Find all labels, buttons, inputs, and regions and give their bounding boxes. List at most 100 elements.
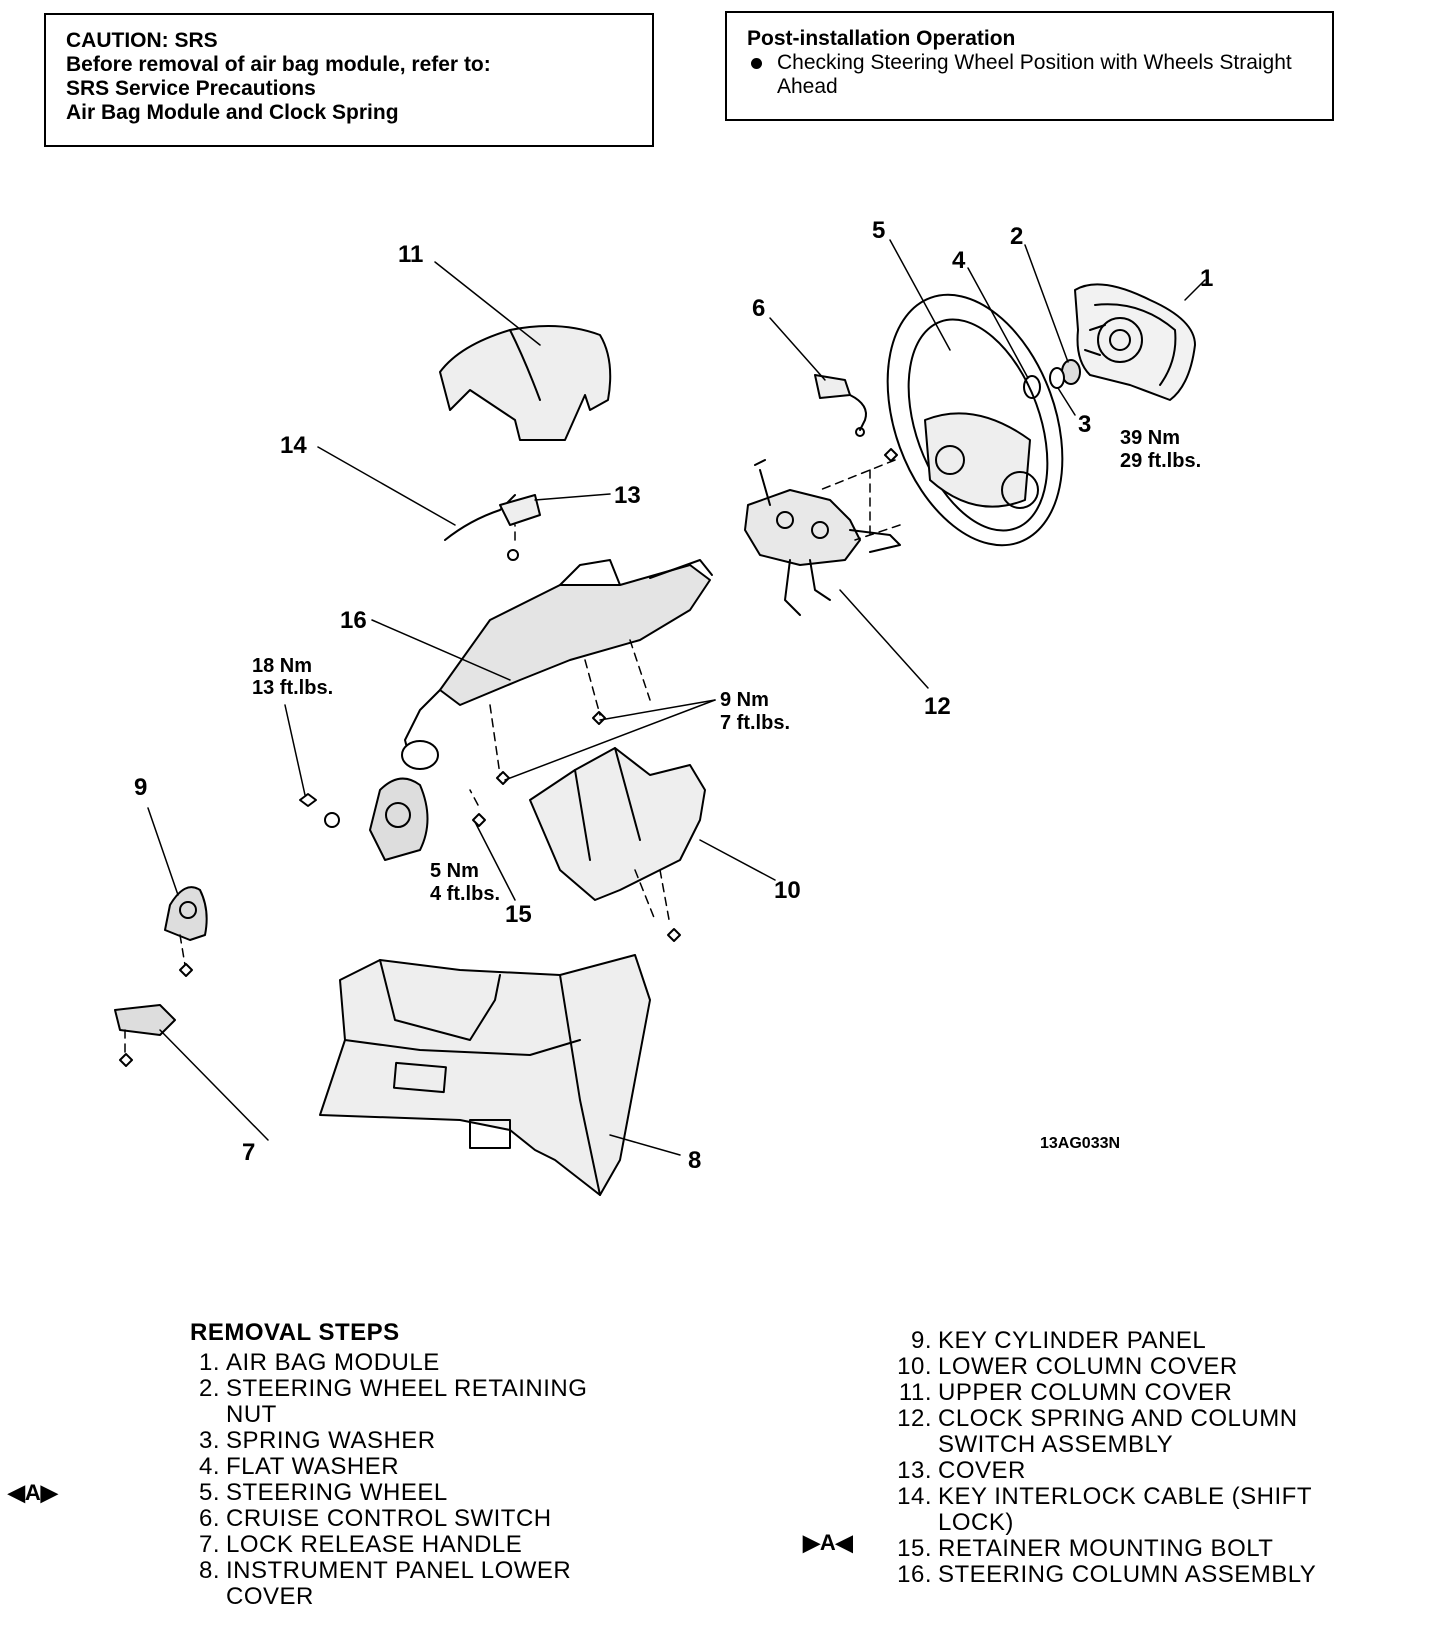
list-item: 10.LOWER COLUMN COVER <box>882 1354 1352 1380</box>
callout-10: 10 <box>774 877 801 904</box>
callout-3: 3 <box>1078 411 1091 438</box>
step-text: KEY CYLINDER PANEL <box>938 1327 1207 1354</box>
step-number: 3. <box>198 1427 220 1454</box>
callout-13: 13 <box>614 482 641 509</box>
step-text: LOCK RELEASE HANDLE <box>226 1531 523 1558</box>
torque-9-nm: 9 Nm <box>720 689 769 711</box>
callout-6: 6 <box>752 295 765 322</box>
step-text: AIR BAG MODULE <box>226 1349 440 1376</box>
post-installation-box: Post-installation Operation Checking Ste… <box>725 11 1334 121</box>
list-item: 4.FLAT WASHER <box>190 1454 630 1480</box>
step-number: 16. <box>897 1561 932 1588</box>
callout-8: 8 <box>688 1147 701 1174</box>
installation-service-point-marker: ▶A◀ <box>803 1530 853 1555</box>
removal-steps-left: REMOVAL STEPS 1.AIR BAG MODULE 2.STEERIN… <box>190 1320 630 1610</box>
step-number: 14. <box>897 1483 932 1510</box>
post-installation-title: Post-installation Operation <box>747 27 1016 50</box>
removal-service-point-marker: ◀A▶ <box>8 1480 58 1505</box>
clock-spring-column-switch-illustration <box>744 448 901 616</box>
step-text: FLAT WASHER <box>226 1453 400 1480</box>
step-number: 15. <box>897 1535 932 1562</box>
torque-39-nm: 39 Nm <box>1120 427 1180 449</box>
list-item: 9.KEY CYLINDER PANEL <box>882 1328 1352 1354</box>
step-text: STEERING WHEEL RETAINING NUT <box>226 1375 588 1428</box>
callout-14: 14 <box>280 432 307 459</box>
removal-steps-heading: REMOVAL STEPS <box>190 1319 400 1346</box>
torque-5-nm: 5 Nm <box>430 860 479 882</box>
list-item: 3.SPRING WASHER <box>190 1428 630 1454</box>
lock-release-handle-illustration <box>114 1004 176 1067</box>
callout-5: 5 <box>872 217 885 244</box>
callout-2: 2 <box>1010 223 1023 250</box>
callout-16: 16 <box>340 607 367 634</box>
step-number: 4. <box>198 1453 220 1480</box>
step-text: STEERING COLUMN ASSEMBLY <box>938 1561 1317 1588</box>
list-item: 13.COVER <box>882 1458 1352 1484</box>
list-item: 5.STEERING WHEEL <box>190 1480 630 1506</box>
step-text: CLOCK SPRING AND COLUMN SWITCH ASSEMBLY <box>938 1405 1298 1458</box>
step-number: 8. <box>198 1557 220 1584</box>
step-text: SPRING WASHER <box>226 1427 436 1454</box>
steering-column-assembly-illustration <box>299 559 713 861</box>
post-installation-list: Checking Steering Wheel Position with Wh… <box>747 51 1312 99</box>
list-item: 6.CRUISE CONTROL SWITCH <box>190 1506 630 1532</box>
list-item: 11.UPPER COLUMN COVER <box>882 1380 1352 1406</box>
list-item: 2.STEERING WHEEL RETAINING NUT <box>190 1376 630 1428</box>
air-bag-module-illustration <box>1074 283 1196 401</box>
list-item: 15.RETAINER MOUNTING BOLT <box>882 1536 1352 1562</box>
list-item: 1.AIR BAG MODULE <box>190 1350 630 1376</box>
step-text: STEERING WHEEL <box>226 1479 448 1506</box>
key-interlock-cable-and-cover <box>444 494 541 561</box>
key-cylinder-panel-illustration <box>164 886 208 977</box>
step-text: LOWER COLUMN COVER <box>938 1353 1238 1380</box>
step-number: 12. <box>897 1405 932 1432</box>
torque-13-ftlbs: 13 ft.lbs. <box>252 677 333 699</box>
callout-4: 4 <box>952 247 966 274</box>
retaining-nut-and-washers <box>1023 359 1081 399</box>
lower-column-cover-illustration <box>529 747 706 942</box>
step-number: 9. <box>910 1327 932 1354</box>
step-text: KEY INTERLOCK CABLE (SHIFT LOCK) <box>938 1483 1312 1536</box>
step-number: 2. <box>198 1375 220 1402</box>
callout-1: 1 <box>1200 265 1213 292</box>
caution-title: CAUTION: SRS <box>66 29 218 52</box>
cruise-control-switch-illustration <box>814 374 867 437</box>
caution-line: Before removal of air bag module, refer … <box>66 53 491 76</box>
figure-code: 13AG033N <box>1040 1135 1120 1152</box>
step-number: 1. <box>198 1349 220 1376</box>
step-number: 6. <box>198 1505 220 1532</box>
callout-9: 9 <box>134 774 147 801</box>
step-text: CRUISE CONTROL SWITCH <box>226 1505 552 1532</box>
upper-column-cover-illustration <box>439 325 612 441</box>
list-item: 16.STEERING COLUMN ASSEMBLY <box>882 1562 1352 1588</box>
callout-11: 11 <box>398 241 423 268</box>
list-item: 8.INSTRUMENT PANEL LOWER COVER <box>190 1558 630 1610</box>
instrument-panel-lower-cover-illustration <box>319 954 651 1196</box>
list-item: 7.LOCK RELEASE HANDLE <box>190 1532 630 1558</box>
step-number: 11. <box>898 1379 932 1406</box>
callout-7: 7 <box>242 1139 255 1166</box>
list-item: 12.CLOCK SPRING AND COLUMN SWITCH ASSEMB… <box>882 1406 1352 1458</box>
callout-15: 15 <box>505 901 532 928</box>
caution-line: SRS Service Precautions <box>66 77 316 100</box>
torque-18-nm: 18 Nm <box>252 655 312 677</box>
callout-12: 12 <box>924 693 951 720</box>
step-text: UPPER COLUMN COVER <box>938 1379 1233 1406</box>
step-text: COVER <box>938 1457 1026 1484</box>
caution-line: Air Bag Module and Clock Spring <box>66 101 399 124</box>
step-number: 10. <box>897 1353 932 1380</box>
removal-steps-right: 9.KEY CYLINDER PANEL 10.LOWER COLUMN COV… <box>882 1328 1352 1588</box>
post-installation-item: Checking Steering Wheel Position with Wh… <box>747 51 1312 99</box>
list-item: 14.KEY INTERLOCK CABLE (SHIFT LOCK) <box>882 1484 1352 1536</box>
caution-box: CAUTION: SRS Before removal of air bag m… <box>44 13 654 147</box>
step-number: 7. <box>198 1531 220 1558</box>
torque-7-ftlbs: 7 ft.lbs. <box>720 712 790 734</box>
steering-column-exploded-diagram: 1 2 3 4 5 6 7 8 9 10 11 12 13 14 15 16 3… <box>114 217 1213 1196</box>
step-number: 5. <box>198 1479 220 1506</box>
torque-4-ftlbs: 4 ft.lbs. <box>430 883 500 905</box>
step-text: RETAINER MOUNTING BOLT <box>938 1535 1274 1562</box>
torque-29-ftlbs: 29 ft.lbs. <box>1120 450 1201 472</box>
step-text: INSTRUMENT PANEL LOWER COVER <box>226 1557 572 1610</box>
steering-wheel-illustration <box>886 293 1064 547</box>
step-number: 13. <box>897 1457 932 1484</box>
